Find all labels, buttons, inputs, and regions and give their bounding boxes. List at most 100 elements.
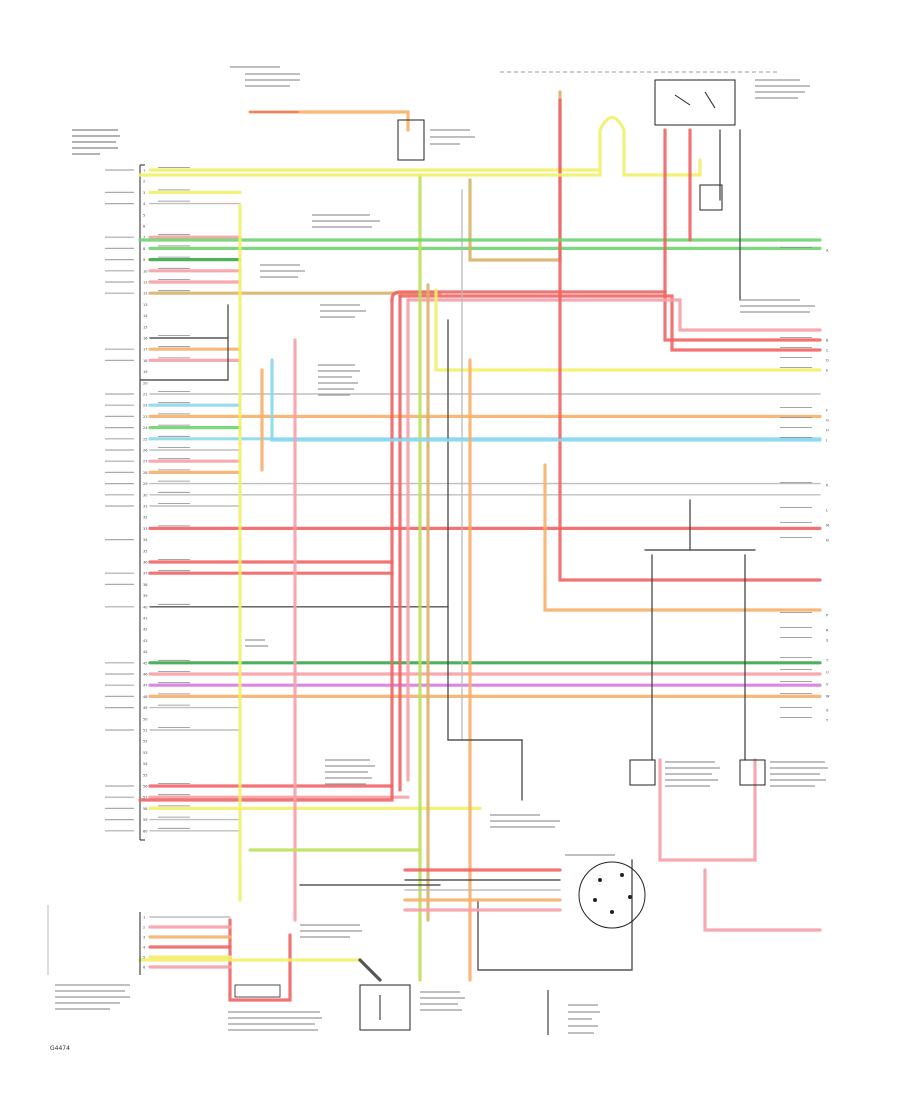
pcm-pin-number: 21 [143, 393, 147, 397]
pcm-pin-number: 38 [143, 583, 147, 587]
pcm-pin-number: 4 [143, 202, 146, 206]
pcm-pin-number: 56 [143, 785, 147, 789]
pcm-pin-number: 6 [143, 225, 145, 229]
brake-switch-group [629, 759, 828, 787]
pcm-pin-number: 20 [143, 381, 147, 385]
pcm-pin-number: 37 [143, 572, 147, 576]
pcm-pin-number: 50 [143, 717, 147, 721]
right-terminal-label: P [826, 614, 828, 618]
pcm-pin-number: 46 [143, 673, 147, 677]
right-terminal-label: J [825, 439, 827, 443]
pcm-wire-runs [148, 167, 822, 832]
pcm-pin-number: 55 [143, 773, 147, 777]
pcm-pin-number: 51 [143, 729, 147, 733]
pcm-pin-number: 19 [143, 370, 147, 374]
pcm-pin-number: 53 [143, 751, 147, 755]
pcm-pin-number: 26 [143, 449, 147, 453]
right-terminal-label: S [826, 639, 829, 643]
pcm-pin-number: 32 [143, 516, 147, 520]
right-terminal-label: N [826, 539, 829, 543]
pcm-pin-number: 47 [143, 684, 147, 688]
transmission-solenoid-pack [359, 984, 465, 1031]
pcm-pin-number: 41 [143, 617, 147, 621]
pcm-pin-number: 36 [143, 561, 147, 565]
speed-sensor-right [547, 990, 600, 1035]
pcm-pin-number: 44 [143, 650, 148, 654]
lower-pin-number: 5 [143, 956, 145, 960]
pcm-pin-number: 40 [143, 605, 147, 609]
right-terminal-label: U [826, 671, 829, 675]
pcm-pin-number: 14 [143, 314, 148, 318]
pcm-pin-number: 9 [143, 258, 145, 262]
diagram-ref-code: G4474 [50, 1045, 70, 1052]
pcm-pin-number: 18 [143, 359, 147, 363]
right-terminal-label: T [825, 659, 829, 663]
pcm-pin-number: 52 [143, 740, 147, 744]
pcm-pin-number: 35 [143, 549, 147, 553]
pcm-pin-number: 45 [143, 661, 147, 665]
pcm-pin-number: 25 [143, 437, 147, 441]
pcm-pin-number: 10 [143, 269, 147, 273]
right-terminal-label: D [826, 359, 829, 363]
pcm-pin-number: 15 [143, 325, 147, 329]
pcm-pin-number: 43 [143, 639, 147, 643]
pcm-pin-number: 59 [143, 818, 147, 822]
pcm-pin-number: 54 [143, 762, 148, 766]
pcm-pin-number: 60 [143, 829, 147, 833]
pcm-pin-number: 39 [143, 594, 147, 598]
pcm-pin-number: 11 [143, 281, 147, 285]
right-terminal-label: M [826, 524, 829, 528]
pcm-pin-number: 31 [143, 505, 147, 509]
pcm-pin-number: 13 [143, 303, 147, 307]
pcm-pin-number: 29 [143, 482, 147, 486]
pcm-pin-number: 58 [143, 807, 147, 811]
lower-pin-number: 1 [143, 916, 145, 920]
lower-pin-number: 4 [143, 946, 146, 950]
right-terminal-label: F [826, 409, 828, 413]
pcm-pin-number: 24 [143, 426, 148, 430]
right-terminal-label: K [826, 484, 829, 488]
pcm-pin-number: 8 [143, 247, 145, 251]
pcm-pin-number: 30 [143, 493, 147, 497]
pcm-pin-number: 2 [143, 180, 145, 184]
lower-pin-number: 2 [143, 926, 145, 930]
pcm-pin-number: 49 [143, 706, 147, 710]
lower-left-connector: 1 2 3 4 5 6 [47, 905, 322, 1031]
gauge-connector [565, 854, 646, 929]
pcm-pin-number: 12 [143, 292, 147, 296]
lower-pin-number: 3 [143, 936, 145, 940]
pcm-pin-number: 5 [143, 213, 145, 217]
lower-pin-number: 6 [143, 966, 145, 970]
pcm-pin-number: 7 [143, 236, 145, 240]
pcm-title-text [72, 129, 120, 155]
right-terminal-label: B [826, 339, 829, 343]
right-terminal-label: W [826, 695, 830, 699]
pcm-pin-number: 33 [143, 527, 147, 531]
pcm-pin-number: 28 [143, 471, 147, 475]
top-sensor-group [230, 66, 780, 211]
pcm-pin-number: 17 [143, 348, 147, 352]
vertical-wire-bus [138, 90, 822, 1002]
right-terminal-label: R [826, 629, 829, 633]
transmission-range-sensor [397, 119, 475, 161]
right-terminal-label: H [826, 429, 829, 433]
pcm-pin-number: 23 [143, 415, 147, 419]
right-terminal-label: L [826, 509, 828, 513]
pcm-pin-number: 1 [143, 169, 145, 173]
pcm-connector: 1234567891011121314151617181920212223242… [72, 129, 148, 841]
right-terminal-label: X [826, 709, 829, 713]
pcm-pin-number: 22 [143, 404, 147, 408]
right-terminal-label: Y [826, 719, 829, 723]
right-terminal-label: G [826, 419, 829, 423]
pcm-pin-number: 3 [143, 191, 145, 195]
right-terminal-label: A [826, 249, 829, 253]
pcm-pin-number: 48 [143, 695, 147, 699]
pcm-pin-number: 57 [143, 796, 147, 800]
pcm-pin-number: 27 [143, 460, 147, 464]
pcm-function-labels [105, 169, 134, 832]
right-terminal-label: C [826, 349, 829, 353]
pcm-pin-number: 42 [143, 628, 147, 632]
pcm-pin-number: 34 [143, 538, 148, 542]
